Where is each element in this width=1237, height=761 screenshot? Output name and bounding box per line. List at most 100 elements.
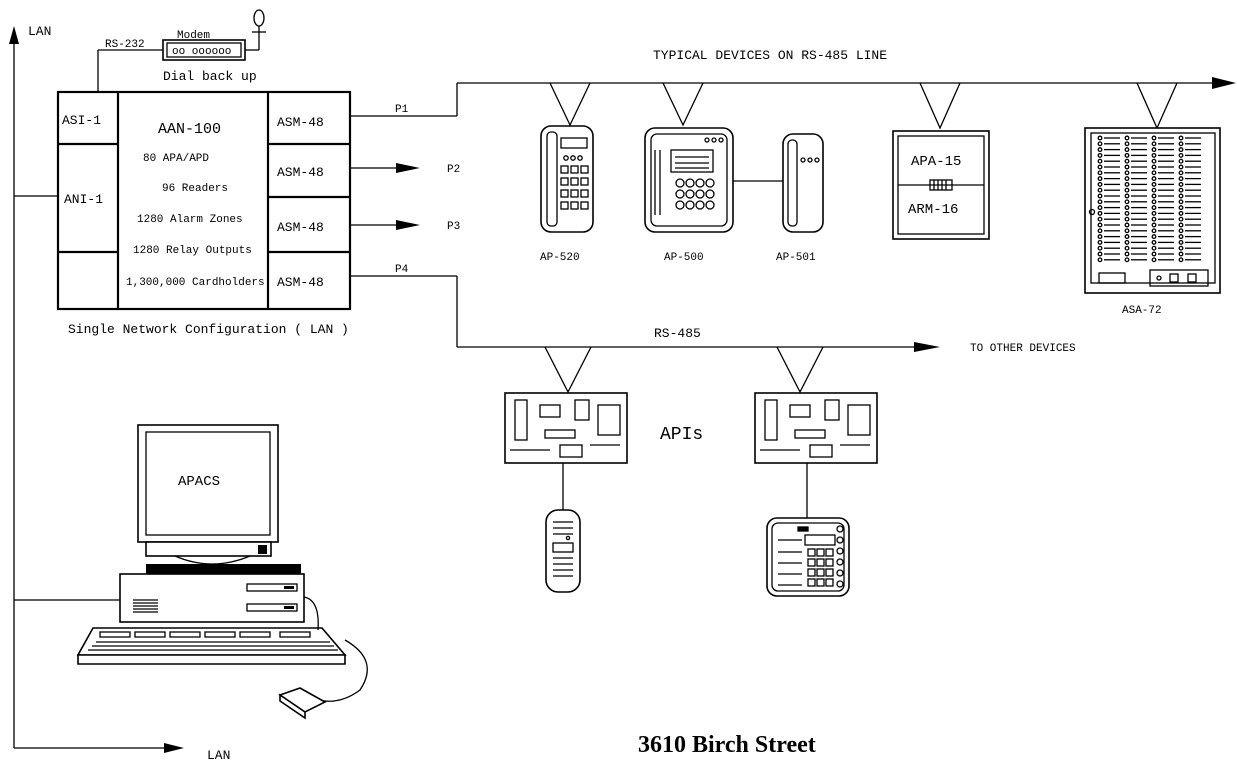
asa72-indicator	[1097, 152, 1103, 158]
asa72-indicator	[1124, 135, 1130, 141]
asa72-indicator	[1124, 222, 1130, 228]
asa72-indicator	[1178, 210, 1184, 216]
asa72-indicator	[1124, 239, 1130, 245]
asa72-indicator	[1097, 216, 1103, 222]
asa72-indicator	[1124, 176, 1130, 182]
asa72-indicator	[1178, 176, 1184, 182]
asa72-indicator	[1178, 216, 1184, 222]
ap520-reader	[540, 125, 594, 233]
apa15-label: APA-15	[911, 154, 961, 170]
asa72-indicator	[1124, 245, 1130, 251]
asa72-indicator	[1097, 181, 1103, 187]
lan-bottom-label: LAN	[207, 748, 230, 761]
spec-apa-apd: 80 APA/APD	[143, 153, 209, 165]
asa72-indicator	[1124, 181, 1130, 187]
asa72-indicator	[1124, 152, 1130, 158]
rs485-lower-label: RS-485	[654, 326, 701, 341]
asa72-indicator	[1151, 257, 1157, 263]
apis-label: APIs	[660, 425, 703, 445]
asa72-indicator	[1151, 239, 1157, 245]
asa72-indicator	[1151, 181, 1157, 187]
asa72-indicator	[1097, 228, 1103, 234]
asa72-indicator	[1178, 245, 1184, 251]
asa72-indicator	[1097, 251, 1103, 257]
asa72-indicator	[1097, 210, 1103, 216]
asa72-indicator	[1097, 176, 1103, 182]
asa72-indicator	[1178, 234, 1184, 240]
ap501-reader	[782, 133, 824, 233]
asa72-indicator	[1151, 216, 1157, 222]
asa72-indicator	[1124, 158, 1130, 164]
spec-relay-outputs: 1280 Relay Outputs	[133, 245, 252, 257]
asa72-indicator	[1151, 152, 1157, 158]
other-devices-label: TO OTHER DEVICES	[970, 343, 1076, 355]
asm-module-2: ASM-48	[277, 165, 324, 180]
spec-alarm-zones: 1280 Alarm Zones	[137, 214, 243, 226]
upper-drops	[549, 82, 1178, 130]
asa72-indicator	[1097, 193, 1103, 199]
asa72-indicator	[1178, 222, 1184, 228]
config-caption: Single Network Configuration ( LAN )	[68, 322, 349, 337]
asa72-indicator	[1097, 135, 1103, 141]
apacs-screen-label: APACS	[178, 474, 220, 490]
asa72-indicator	[1097, 199, 1103, 205]
asa72-indicator	[1178, 187, 1184, 193]
asa72-indicator	[1178, 170, 1184, 176]
asa72-indicator-rows	[1097, 135, 1201, 263]
asa72-cabinet	[1084, 127, 1221, 294]
asa72-indicator	[1178, 251, 1184, 257]
asa72-indicator	[1151, 135, 1157, 141]
asa72-indicator	[1124, 234, 1130, 240]
asa72-indicator	[1124, 187, 1130, 193]
asa72-indicator	[1178, 152, 1184, 158]
asa72-indicator	[1097, 239, 1103, 245]
asa72-indicator	[1124, 147, 1130, 153]
asa72-indicator	[1124, 164, 1130, 170]
asa72-indicator	[1124, 228, 1130, 234]
asa72-indicator	[1151, 210, 1157, 216]
asa72-indicator	[1151, 141, 1157, 147]
asa72-indicator	[1151, 251, 1157, 257]
asa72-indicator	[1151, 245, 1157, 251]
port-p3: P3	[447, 221, 460, 233]
asa72-indicator	[1178, 257, 1184, 263]
asa72-indicator	[1178, 205, 1184, 211]
asa72-indicator	[1151, 158, 1157, 164]
apa-arm-enclosure	[892, 130, 990, 240]
asa72-indicator	[1178, 193, 1184, 199]
asa72-indicator	[1151, 193, 1157, 199]
spec-cardholders: 1,300,000 Cardholders	[126, 277, 265, 289]
asa72-indicator	[1151, 205, 1157, 211]
ap500-terminal	[644, 127, 734, 233]
asa72-indicator	[1097, 234, 1103, 240]
asa72-indicator	[1124, 170, 1130, 176]
asa72-indicator	[1124, 257, 1130, 263]
keypad-reader	[766, 517, 850, 597]
ap520-label: AP-520	[540, 252, 580, 264]
controller-panel	[56, 90, 352, 311]
ap501-label: AP-501	[776, 252, 816, 264]
asa72-indicator	[1178, 147, 1184, 153]
ani-module: ANI-1	[64, 192, 103, 207]
asa72-indicator	[1097, 170, 1103, 176]
asa72-indicator	[1151, 176, 1157, 182]
prox-reader	[545, 509, 581, 593]
asa72-indicator	[1097, 257, 1103, 263]
dialback-label: Dial back up	[163, 69, 257, 84]
modem	[97, 9, 266, 92]
asa72-indicator	[1097, 187, 1103, 193]
arm16-label: ARM-16	[908, 202, 958, 218]
port-p2: P2	[447, 164, 460, 176]
asa72-indicator	[1151, 147, 1157, 153]
asa72-indicator	[1151, 164, 1157, 170]
asa72-indicator	[1178, 181, 1184, 187]
asm-module-4: ASM-48	[277, 275, 324, 290]
port-p1: P1	[395, 104, 409, 116]
asa72-indicator	[1178, 158, 1184, 164]
lan-bus	[9, 26, 184, 753]
asm-module-3: ASM-48	[277, 220, 324, 235]
rs485-title: TYPICAL DEVICES ON RS-485 LINE	[653, 48, 887, 63]
modem-label: Modem	[177, 30, 210, 42]
asa72-indicator	[1151, 199, 1157, 205]
asa72-indicator	[1097, 222, 1103, 228]
